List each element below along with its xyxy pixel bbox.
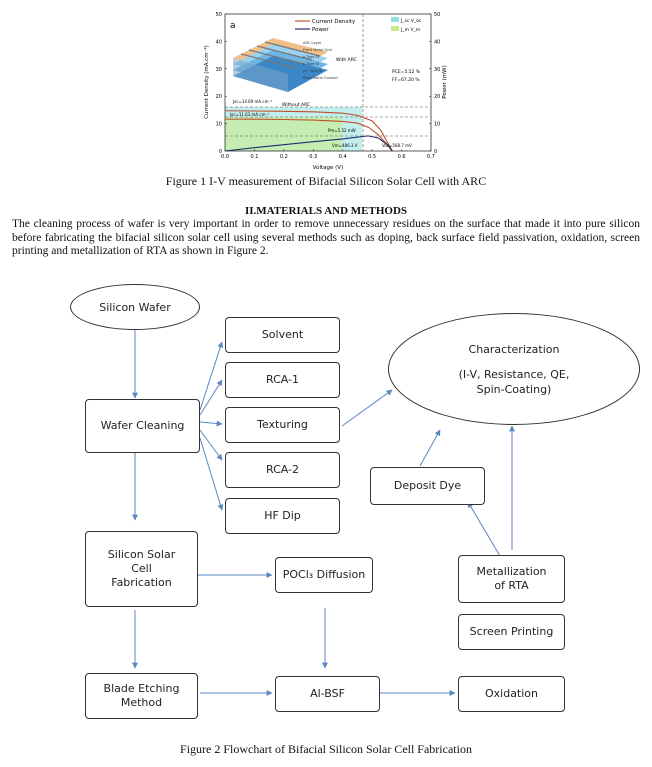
y-tick-label: 10 bbox=[216, 122, 222, 128]
fabrication-node: Silicon Solar Cell Fabrication bbox=[85, 531, 198, 607]
silicon-wafer-node: Silicon Wafer bbox=[70, 284, 200, 330]
characterization-node: Characterization (I-V, Resistance, QE, S… bbox=[388, 313, 640, 425]
solvent-label: Solvent bbox=[261, 328, 304, 341]
y2-tick-label: 40 bbox=[434, 39, 440, 45]
texturing-node: Texturing bbox=[225, 407, 340, 443]
arrow-deposit-to-characterization bbox=[419, 429, 441, 467]
x-tick-label: 0.1 bbox=[250, 154, 258, 160]
solvent-node: Solvent bbox=[225, 317, 340, 353]
al-bsf-label: Al-BSF bbox=[310, 687, 345, 700]
hf-dip-node: HF Dip bbox=[225, 498, 340, 534]
legend-box2-swatch bbox=[391, 26, 399, 31]
y-tick-label: 0 bbox=[219, 149, 222, 155]
plot-frame bbox=[224, 13, 432, 152]
y-tick-label: 20 bbox=[216, 94, 222, 100]
y2-tick-label: 30 bbox=[434, 67, 440, 73]
annotation-ff: FF=67.20 % bbox=[392, 77, 420, 83]
fabrication-label: Silicon Solar Cell Fabrication bbox=[107, 548, 176, 589]
hf-dip-label: HF Dip bbox=[264, 509, 301, 522]
annotation-voc: Voc=568.7 mV bbox=[382, 143, 412, 148]
al-bsf-node: Al-BSF bbox=[275, 676, 380, 712]
legend-power-label: Power bbox=[312, 27, 329, 33]
arrow-cleaning-to-rca1 bbox=[199, 379, 223, 416]
metallization-label: Metallization of RTA bbox=[476, 565, 547, 592]
characterization-title: Characterization bbox=[468, 342, 560, 356]
texturing-label: Texturing bbox=[257, 418, 308, 431]
annotation-pce: PCE=5.52 % bbox=[392, 69, 421, 75]
stack-label: Front Metal Grid bbox=[303, 48, 332, 52]
legend-box2-label: J_m V_m bbox=[400, 27, 420, 33]
x-tick-label: 0.6 bbox=[398, 154, 406, 160]
y-tick-label: 40 bbox=[216, 39, 222, 45]
stack-labels: ARC Layer Front Metal Grid n-Type Si p-T… bbox=[303, 41, 339, 80]
characterization-detail: (I-V, Resistance, QE, Spin-Coating) bbox=[458, 367, 570, 396]
deposit-dye-node: Deposit Dye bbox=[370, 467, 485, 505]
figure2-caption: Figure 2 Flowchart of Bifacial Silicon S… bbox=[180, 742, 472, 756]
blade-etching-node: Blade Etching Method bbox=[85, 673, 198, 719]
arrow-cleaning-to-rca2 bbox=[199, 429, 223, 461]
arrow-cleaning-to-texturing bbox=[199, 420, 223, 427]
y2-tick-label: 10 bbox=[434, 122, 440, 128]
annotation-vm: Vm=486.3 V bbox=[332, 143, 358, 148]
y-tick-label: 30 bbox=[216, 67, 222, 73]
blade-etching-label: Blade Etching Method bbox=[103, 682, 180, 709]
y2-tick-label: 20 bbox=[434, 94, 440, 100]
pocl3-label: POCl₃ Diffusion bbox=[282, 568, 366, 581]
y-axis-label: Current Density (mA.cm⁻²) bbox=[203, 45, 210, 119]
annotation-without-arc: Without ARC bbox=[282, 102, 310, 108]
rca1-node: RCA-1 bbox=[225, 362, 340, 398]
y-tick-label: 50 bbox=[216, 12, 222, 18]
annotation-jsc2: Jsc=11.63 mA.cm⁻² bbox=[229, 112, 270, 117]
rca2-node: RCA-2 bbox=[225, 452, 340, 488]
series-line bbox=[224, 118, 393, 152]
section-paragraph: The cleaning process of wafer is very im… bbox=[12, 218, 640, 257]
stack-label: p-Type Si bbox=[303, 62, 319, 66]
wafer-cleaning-node: Wafer Cleaning bbox=[85, 399, 200, 453]
section-heading: II.MATERIALS AND METHODS bbox=[244, 205, 408, 217]
rca1-label: RCA-1 bbox=[265, 373, 300, 386]
x-axis-label: Voltage (V) bbox=[313, 165, 343, 171]
flowchart-arrows bbox=[132, 330, 515, 696]
legend-current-label: Current Density bbox=[312, 19, 356, 25]
oxidation-node: Oxidation bbox=[458, 676, 565, 712]
x-tick-label: 0.2 bbox=[280, 154, 288, 160]
annotation-with-arc: With ARC bbox=[336, 57, 357, 63]
device-stack-illustration bbox=[233, 38, 328, 92]
arrow-cleaning-to-hfdip bbox=[199, 437, 224, 511]
pocl3-node: POCl₃ Diffusion bbox=[275, 557, 373, 593]
stack-label: Back Metal Contact bbox=[303, 76, 339, 80]
screen-printing-label: Screen Printing bbox=[469, 625, 554, 638]
x-tick-label: 0.7 bbox=[427, 154, 435, 160]
x-tick-label: 0.4 bbox=[339, 154, 347, 160]
legend-box1-label: J_sc V_oc bbox=[400, 18, 422, 24]
deposit-dye-label: Deposit Dye bbox=[393, 479, 462, 492]
x-tick-label: 0.0 bbox=[221, 154, 229, 160]
stack-label: n-Type Si bbox=[303, 55, 319, 59]
rca2-label: RCA-2 bbox=[265, 463, 300, 476]
series-line bbox=[224, 135, 393, 152]
y2-tick-label: 50 bbox=[434, 12, 440, 18]
x-tick-label: 0.3 bbox=[309, 154, 317, 160]
panel-label: a bbox=[230, 21, 236, 31]
series-line bbox=[224, 110, 393, 152]
annotation-jsc1: Jsc=14.69 mA.cm⁻² bbox=[232, 99, 273, 104]
stack-label: p+ Type Si bbox=[303, 69, 322, 73]
arrow-texturing-to-characterization bbox=[341, 389, 393, 427]
y2-tick-label: 0 bbox=[434, 149, 437, 155]
y2-axis-label: Power (mW) bbox=[442, 65, 448, 98]
figure1-caption: Figure 1 I-V measurement of Bifacial Sil… bbox=[165, 174, 487, 188]
jm-vm-region bbox=[225, 117, 342, 151]
annotation-pm: Pm=5.52 mW bbox=[328, 128, 356, 133]
wafer-cleaning-label: Wafer Cleaning bbox=[100, 419, 185, 432]
legend-box1-swatch bbox=[391, 17, 399, 22]
stack-label: ARC Layer bbox=[303, 41, 322, 45]
oxidation-label: Oxidation bbox=[484, 687, 539, 700]
arrow-metallization-to-deposit bbox=[467, 501, 501, 557]
x-tick-label: 0.5 bbox=[368, 154, 376, 160]
screen-printing-node: Screen Printing bbox=[458, 614, 565, 650]
arrow-cleaning-to-solvent bbox=[199, 341, 224, 411]
silicon-wafer-label: Silicon Wafer bbox=[99, 300, 171, 314]
metallization-node: Metallization of RTA bbox=[458, 555, 565, 603]
